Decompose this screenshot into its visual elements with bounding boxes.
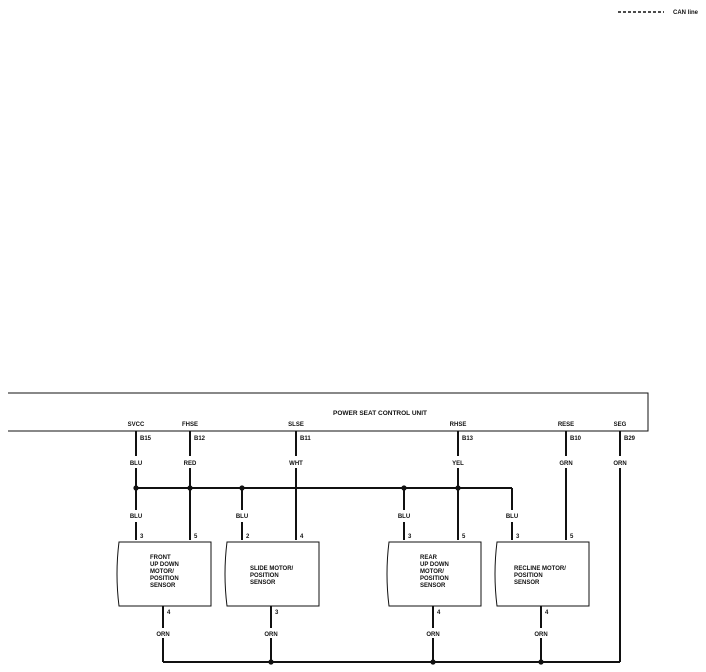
motor-label-line: UP DOWN	[420, 562, 449, 568]
wire-color-rese: GRN	[559, 461, 572, 467]
motor-label-line: POSITION	[420, 576, 449, 582]
legend: CAN line	[618, 10, 699, 16]
pin-signal-rese: RESE	[558, 422, 574, 428]
pin-number: 4	[545, 610, 549, 616]
motor-label-line: POSITION	[250, 573, 279, 579]
motor-label-line: RECLINE MOTOR/	[514, 566, 566, 572]
feed-wire-color-recline: BLU	[506, 514, 518, 520]
wire-color-rhse: YEL	[452, 461, 464, 467]
pin-number: 4	[167, 610, 171, 616]
wire-color-slse: WHT	[289, 461, 303, 467]
pin-signal-rhse: RHSE	[450, 422, 467, 428]
motor-label-line: SENSOR	[514, 580, 540, 586]
feed-wire-color-slide: BLU	[236, 514, 248, 520]
terminal-b12: B12	[194, 436, 206, 442]
motor-label-line: FRONT	[150, 555, 171, 561]
pin-number: 3	[408, 534, 412, 540]
pin-number: 5	[462, 534, 466, 540]
pin-signal-svcc: SVCC	[128, 422, 145, 428]
ground-wire-color: ORN	[156, 632, 169, 638]
ground-wire-color: ORN	[264, 632, 277, 638]
motor-label-line: SENSOR	[150, 583, 176, 589]
wire-color-fhse: RED	[184, 461, 197, 467]
terminal-b29: B29	[624, 436, 636, 442]
splice-point	[455, 485, 461, 491]
pin-number: 3	[140, 534, 144, 540]
splice-point	[239, 485, 245, 491]
pin-number: 5	[570, 534, 574, 540]
splice-point	[187, 485, 193, 491]
feed-wire-color-front: BLU	[130, 514, 142, 520]
legend-can-line-label: CAN line	[673, 10, 699, 16]
feed-drops: BLU BLU BLU BLU	[130, 514, 518, 540]
terminal-b13: B13	[462, 436, 474, 442]
motor-label-line: POSITION	[150, 576, 179, 582]
splice-point	[538, 659, 544, 665]
pin-signal-fhse: FHSE	[182, 422, 198, 428]
motor-label-line: SENSOR	[250, 580, 276, 586]
splice-point	[268, 659, 274, 665]
motor-label-line: UP DOWN	[150, 562, 179, 568]
terminal-b10: B10	[570, 436, 582, 442]
motor-label-line: MOTOR/	[420, 569, 444, 575]
ground-wire-color: ORN	[534, 632, 547, 638]
terminals: B15 B12 B11 B13 B10 B29	[140, 436, 636, 442]
pin-number: 5	[194, 534, 198, 540]
unit-wire-colors: BLU RED WHT YEL GRN ORN	[130, 461, 627, 467]
splice-point	[430, 659, 436, 665]
splice-point	[133, 485, 139, 491]
pin-signal-slse: SLSE	[288, 422, 304, 428]
motor-label-line: SENSOR	[420, 583, 446, 589]
terminal-b11: B11	[300, 436, 311, 442]
pin-number: 2	[246, 534, 250, 540]
ground-wires: 4 ORN 3 ORN 4 ORN 4 ORN	[156, 606, 620, 665]
feed-bus	[133, 485, 513, 510]
ground-wire-color: ORN	[426, 632, 439, 638]
motor-label-line: POSITION	[514, 573, 543, 579]
terminal-b15: B15	[140, 436, 152, 442]
motor-label-line: MOTOR/	[150, 569, 174, 575]
pin-number: 4	[300, 534, 304, 540]
motor-pins: 3 5 2 4 3 5 3 5	[140, 534, 574, 540]
wire-color-seg: ORN	[613, 461, 626, 467]
splice-point	[401, 485, 407, 491]
control-unit-title: POWER SEAT CONTROL UNIT	[333, 410, 427, 417]
power-seat-control-unit: POWER SEAT CONTROL UNIT SVCC FHSE SLSE R…	[8, 392, 649, 432]
pin-number: 3	[275, 610, 279, 616]
pin-number: 4	[437, 610, 441, 616]
feed-wire-color-rear: BLU	[398, 514, 410, 520]
wire-color-svcc: BLU	[130, 461, 142, 467]
pin-signal-seg: SEG	[614, 422, 627, 428]
motor-label-line: SLIDE MOTOR/	[250, 566, 294, 572]
motor-label-line: REAR	[420, 555, 438, 561]
pin-number: 3	[516, 534, 520, 540]
unit-wires	[135, 431, 621, 662]
